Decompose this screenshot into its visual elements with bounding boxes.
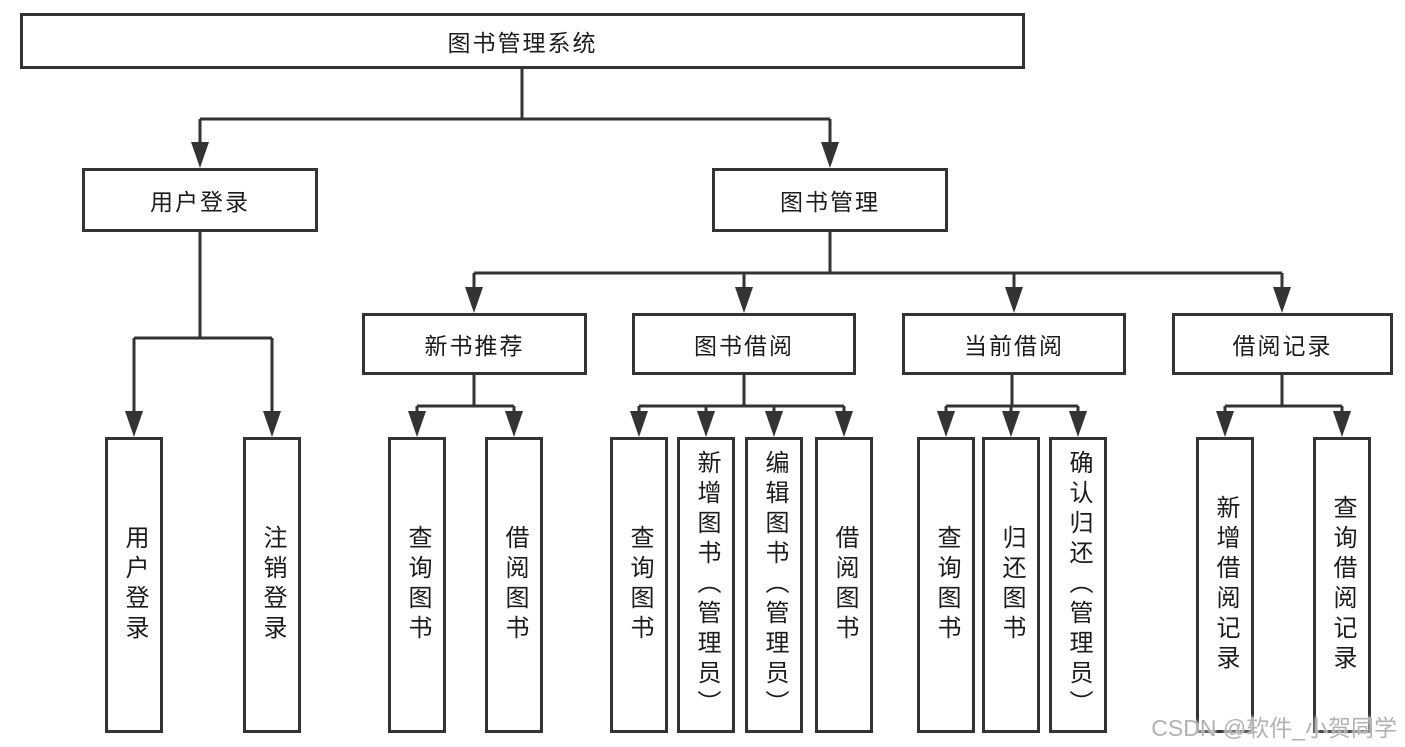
leaf-borrow-add-books-admin: 新增图书（管理员） xyxy=(677,437,735,733)
leaf-label: 查询图书 xyxy=(626,525,653,645)
node-label: 借阅记录 xyxy=(1232,333,1333,359)
node-label: 新书推荐 xyxy=(424,333,525,359)
node-borrow-records: 借阅记录 xyxy=(1172,313,1393,375)
node-user-login: 用户登录 xyxy=(82,168,318,232)
leaf-user-login: 用户登录 xyxy=(105,437,163,733)
leaf-label: 注销登录 xyxy=(259,525,286,645)
leaf-label: 归还图书 xyxy=(998,525,1025,645)
leaf-borrow-edit-books-admin: 编辑图书（管理员） xyxy=(745,437,803,733)
node-library-management-system: 图书管理系统 xyxy=(20,13,1025,69)
leaf-current-confirm-return-admin: 确认归还（管理员） xyxy=(1049,437,1107,733)
leaf-label: 查询图书 xyxy=(933,525,960,645)
leaf-newrec-borrow-books: 借阅图书 xyxy=(485,437,543,733)
leaf-label: 编辑图书（管理员） xyxy=(761,450,788,720)
leaf-label: 查询图书 xyxy=(404,525,431,645)
leaf-current-return-books: 归还图书 xyxy=(982,437,1040,733)
leaf-label: 查询借阅记录 xyxy=(1329,495,1356,675)
leaf-label: 借阅图书 xyxy=(831,525,858,645)
leaf-label: 用户登录 xyxy=(121,525,148,645)
leaf-borrow-borrow-books: 借阅图书 xyxy=(815,437,873,733)
csdn-watermark: CSDN @软件_小贺同学 xyxy=(1151,715,1397,741)
node-label: 图书管理 xyxy=(780,189,880,215)
leaf-label: 确认归还（管理员） xyxy=(1065,450,1092,720)
leaf-label: 借阅图书 xyxy=(501,525,528,645)
node-label: 用户登录 xyxy=(150,189,250,215)
node-new-book-recommend: 新书推荐 xyxy=(362,313,587,375)
leaf-records-query-record: 查询借阅记录 xyxy=(1313,437,1371,733)
node-book-borrow: 图书借阅 xyxy=(632,313,856,375)
leaf-logout: 注销登录 xyxy=(243,437,301,733)
node-label: 当前借阅 xyxy=(964,333,1064,359)
leaf-borrow-query-books: 查询图书 xyxy=(610,437,668,733)
node-label: 图书借阅 xyxy=(694,333,794,359)
node-book-management: 图书管理 xyxy=(712,168,948,232)
leaf-newrec-query-books: 查询图书 xyxy=(388,437,446,733)
node-current-borrow: 当前借阅 xyxy=(902,313,1126,375)
leaf-current-query-books: 查询图书 xyxy=(917,437,975,733)
node-label: 图书管理系统 xyxy=(447,30,598,56)
leaf-label: 新增借阅记录 xyxy=(1212,495,1239,675)
leaf-records-add-record: 新增借阅记录 xyxy=(1196,437,1254,733)
leaf-label: 新增图书（管理员） xyxy=(693,450,720,720)
